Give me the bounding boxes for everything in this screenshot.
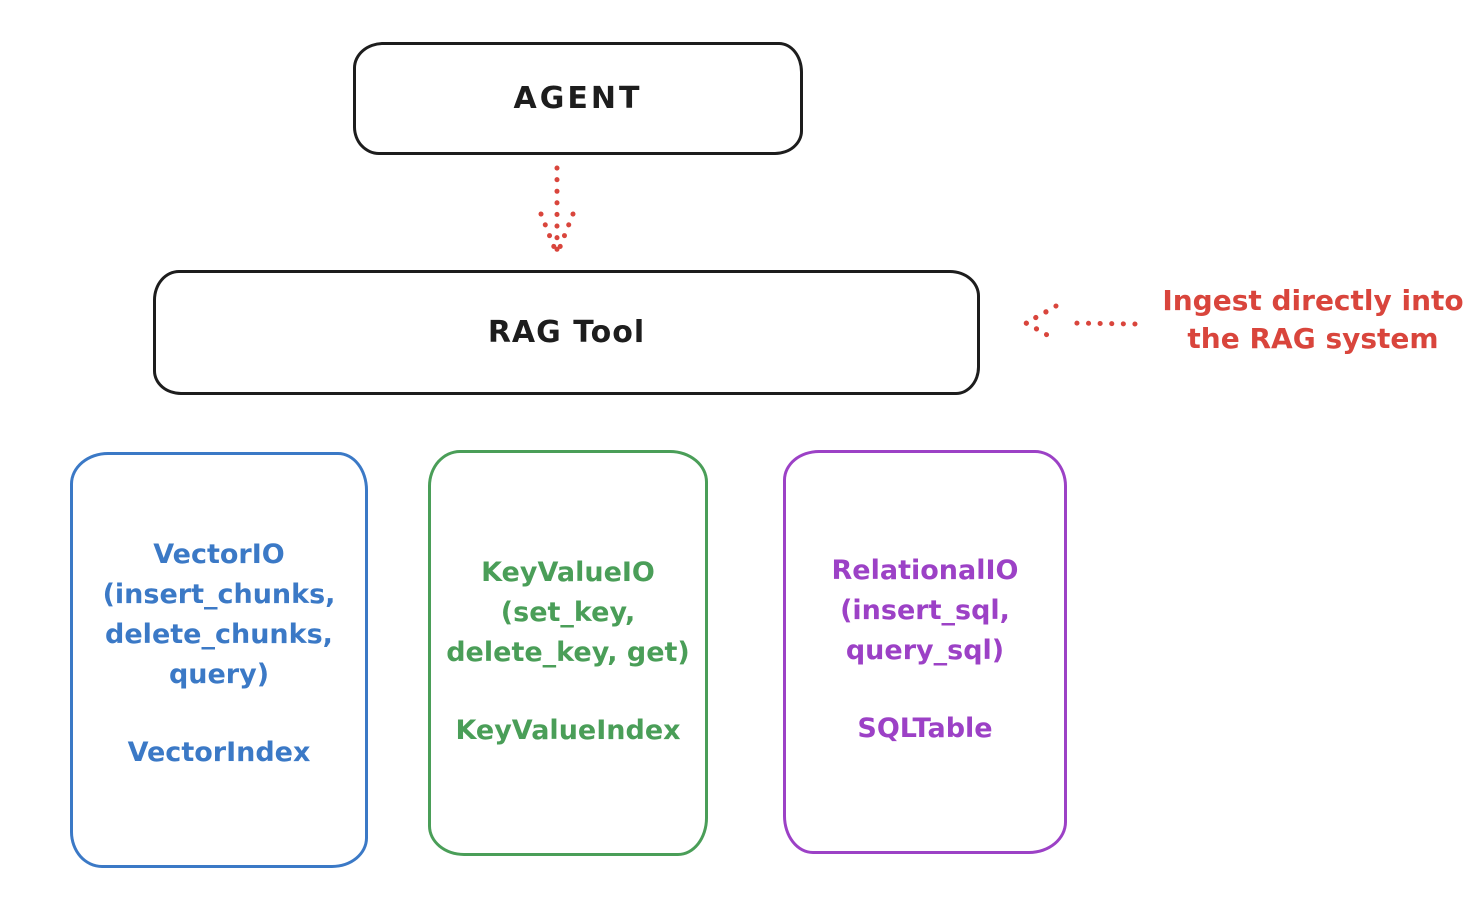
key-value-io-title-line: KeyValueIO bbox=[481, 557, 655, 588]
sql-table-label: SQLTable bbox=[857, 713, 993, 744]
ingest-annotation-line1: Ingest directly into bbox=[1162, 284, 1464, 317]
rag-tool-node: RAG Tool bbox=[153, 270, 980, 395]
vector-io-title-line: (insert_chunks, bbox=[102, 579, 336, 610]
key-value-io-title-line: (set_key, bbox=[500, 597, 636, 628]
vector-io-title-line: VectorIO bbox=[153, 539, 285, 570]
ingest-annotation-line2: the RAG system bbox=[1187, 322, 1439, 355]
key-value-index-label: KeyValueIndex bbox=[455, 715, 681, 746]
vector-index-label: VectorIndex bbox=[127, 737, 311, 768]
vector-io-title-line: delete_chunks, bbox=[105, 619, 333, 650]
rag-tool-node-label: RAG Tool bbox=[487, 315, 646, 350]
relational-io-title-line: query_sql) bbox=[845, 635, 1005, 666]
ingest-annotation: Ingest directly into the RAG system bbox=[1143, 282, 1483, 358]
relational-io-title-line: RelationalIO bbox=[831, 555, 1019, 586]
agent-node: AGENT bbox=[353, 42, 803, 155]
ingest-annotation-arrow bbox=[1020, 303, 1138, 343]
key-value-io-node: KeyValueIO (set_key, delete_key, get) Ke… bbox=[428, 450, 708, 856]
vector-io-node: VectorIO (insert_chunks, delete_chunks, … bbox=[70, 452, 368, 868]
vector-io-title-line: query) bbox=[168, 659, 270, 690]
relational-io-title-line: (insert_sql, bbox=[840, 595, 1010, 626]
relational-io-node: RelationalIO (insert_sql, query_sql) SQL… bbox=[783, 450, 1067, 854]
agent-node-label: AGENT bbox=[513, 81, 643, 116]
agent-to-rag-arrow bbox=[538, 165, 576, 255]
key-value-io-title-line: delete_key, get) bbox=[446, 637, 690, 668]
